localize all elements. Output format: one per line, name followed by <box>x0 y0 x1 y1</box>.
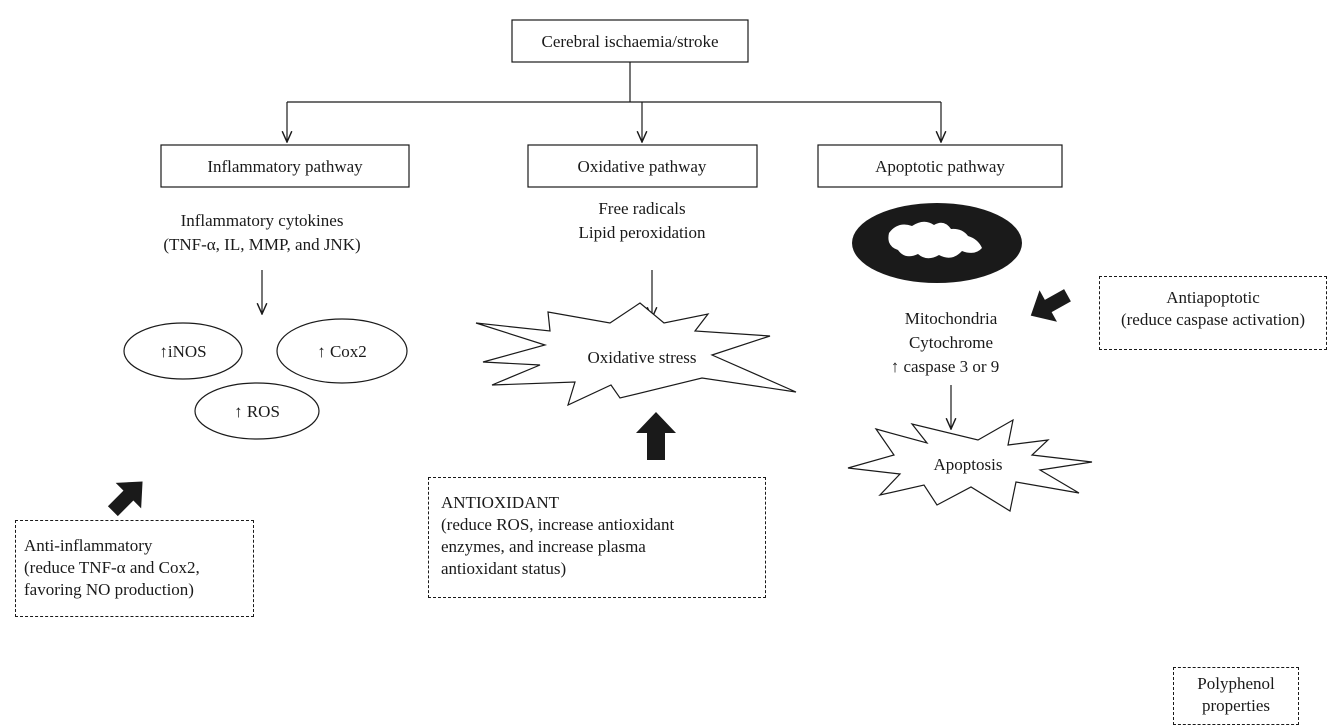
inflammatory-cytokines-line2: (TNF-α, IL, MMP, and JNK) <box>163 235 360 254</box>
ros-node: ↑ ROS <box>194 382 320 440</box>
oxidative-line2: Lipid peroxidation <box>578 223 706 242</box>
anti-inflammatory-arrow <box>107 481 143 517</box>
apoptosis-burst: Apoptosis <box>847 418 1093 512</box>
pathway-oxidative: Oxidative pathway <box>527 144 758 188</box>
mito-line3: ↑ caspase 3 or 9 <box>891 357 1000 376</box>
antioxidant-line2: (reduce ROS, increase antioxidant <box>441 515 675 534</box>
antioxidant-line1: ANTIOXIDANT <box>441 493 560 512</box>
antiapoptotic-arrow <box>1030 289 1071 322</box>
antioxidant-arrow <box>636 412 676 460</box>
root-label: Cerebral ischaemia/stroke <box>541 32 718 51</box>
anti-inflammatory-box <box>15 520 254 617</box>
pathway-oxidative-label: Oxidative pathway <box>578 157 707 176</box>
mito-line2: Cytochrome <box>909 333 993 352</box>
anti-inflammatory-line3: favoring NO production) <box>24 580 194 599</box>
pathway-apoptotic: Apoptotic pathway <box>817 144 1063 188</box>
pathway-inflammatory: Inflammatory pathway <box>160 144 410 188</box>
antiapoptotic-text: Antiapoptotic (reduce caspase activation… <box>1099 287 1327 331</box>
legend-line2: properties <box>1202 696 1270 715</box>
root-connectors <box>287 62 941 142</box>
inflammatory-cytokines-line1: Inflammatory cytokines <box>181 211 344 230</box>
apoptosis-label: Apoptosis <box>934 455 1003 474</box>
pathway-apoptotic-label: Apoptotic pathway <box>875 157 1005 176</box>
root-node: Cerebral ischaemia/stroke <box>511 19 749 63</box>
antiapoptotic-box <box>1099 276 1327 350</box>
ros-label: ↑ ROS <box>234 402 280 421</box>
oxidative-stress-label: Oxidative stress <box>587 348 696 367</box>
inos-node: ↑iNOS <box>123 322 243 380</box>
antioxidant-line3: enzymes, and increase plasma <box>441 537 646 556</box>
oxidative-line1: Free radicals <box>598 199 685 218</box>
anti-inflammatory-line2: (reduce TNF-α and Cox2, <box>24 558 200 577</box>
cox2-label: ↑ Cox2 <box>317 342 367 361</box>
legend-line1: Polyphenol <box>1197 674 1275 693</box>
inos-label: ↑iNOS <box>159 342 206 361</box>
oxidative-stress-burst: Oxidative stress <box>475 302 797 407</box>
mitochondria-icon <box>852 203 1022 283</box>
legend-text: Polyphenol properties <box>1173 673 1299 717</box>
pathway-inflammatory-label: Inflammatory pathway <box>207 157 363 176</box>
cox2-node: ↑ Cox2 <box>276 318 408 384</box>
antiapoptotic-line1: Antiapoptotic <box>1166 288 1260 307</box>
antioxidant-box <box>428 477 766 598</box>
antioxidant-text: ANTIOXIDANT (reduce ROS, increase antiox… <box>441 492 674 580</box>
anti-inflammatory-text: Anti-inflammatory (reduce TNF-α and Cox2… <box>24 535 200 601</box>
mito-line1: Mitochondria <box>905 309 998 328</box>
antioxidant-line4: antioxidant status) <box>441 559 567 578</box>
anti-inflammatory-line1: Anti-inflammatory <box>24 536 153 555</box>
legend-box <box>1173 667 1299 725</box>
antiapoptotic-line2: (reduce caspase activation) <box>1120 310 1306 329</box>
